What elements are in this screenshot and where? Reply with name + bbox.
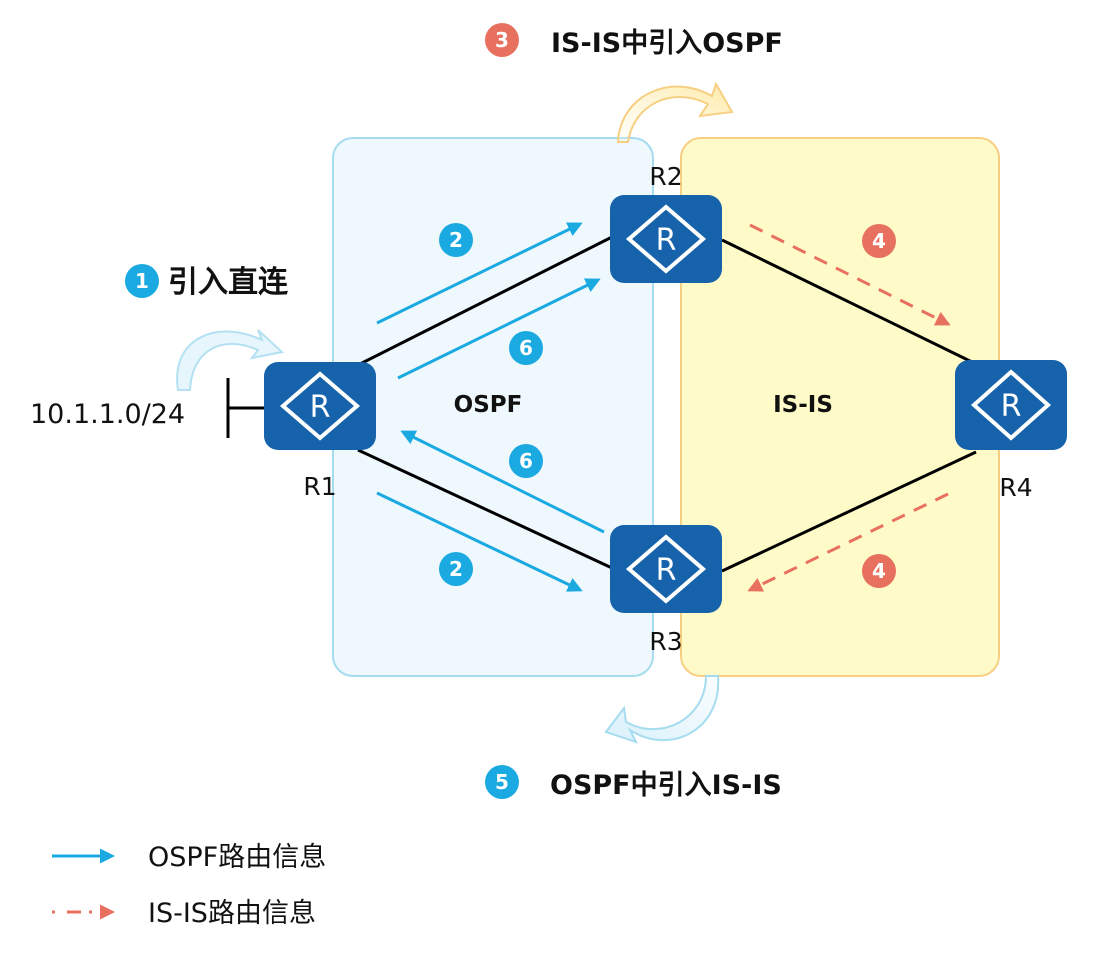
svg-text:4: 4 — [872, 229, 886, 253]
step5-label: OSPF中引入IS-IS — [550, 770, 782, 801]
step1-label: 引入直连 — [168, 265, 289, 300]
svg-text:3: 3 — [495, 28, 509, 52]
step3-badge: 3 — [485, 23, 519, 57]
step4-badge-lower: 4 — [862, 554, 896, 588]
router-r2-label: R2 — [649, 162, 682, 191]
router-r4[interactable]: R — [955, 360, 1067, 450]
isis-area-label: IS-IS — [773, 392, 833, 418]
link-r1-r3 — [357, 448, 613, 570]
redistribute-direct-curve-arrow — [176, 329, 285, 391]
router-r3[interactable]: R — [610, 525, 722, 613]
step4-badge-upper: 4 — [862, 224, 896, 258]
svg-text:R: R — [656, 223, 677, 258]
svg-text:2: 2 — [449, 557, 463, 581]
isis-area — [680, 137, 1000, 677]
router-r3-label: R3 — [649, 627, 682, 656]
link-r2-r4 — [721, 238, 973, 364]
link-r3-r4 — [721, 450, 977, 573]
svg-text:5: 5 — [495, 770, 509, 794]
isis-arrow-step4-r4-to-r3 — [747, 492, 949, 592]
step6-badge-upper: 6 — [509, 331, 543, 365]
network-prefix-label: 10.1.1.0/24 — [30, 399, 185, 430]
isis-arrow-step4-r2-to-r4 — [749, 223, 951, 326]
router-r1[interactable]: R — [264, 362, 376, 450]
router-r1-label: R1 — [303, 472, 336, 501]
step6-badge-lower: 6 — [509, 444, 543, 478]
step3-label: IS-IS中引入OSPF — [551, 28, 783, 59]
svg-text:R: R — [656, 553, 677, 588]
router-icon — [625, 534, 707, 604]
step2-badge-upper: 2 — [439, 223, 473, 257]
ospf-arrow-step2-r1-to-r3 — [376, 491, 583, 592]
legend-isis-label: IS-IS路由信息 — [148, 898, 316, 929]
redistribute-isis-into-ospf-curve-arrow — [604, 675, 720, 744]
router-r4-label: R4 — [999, 473, 1032, 502]
ospf-arrow-step6-r1-to-r2 — [397, 278, 601, 380]
svg-text:2: 2 — [449, 228, 463, 252]
router-icon — [279, 371, 361, 441]
svg-text:4: 4 — [872, 559, 886, 583]
legend-ospf-label: OSPF路由信息 — [148, 842, 326, 873]
legend: OSPF路由信息 IS-IS路由信息 — [52, 842, 326, 929]
ospf-arrow-step6-r3-to-r1 — [400, 430, 605, 534]
svg-text:R: R — [310, 390, 331, 425]
ospf-area-label: OSPF — [454, 392, 523, 418]
svg-text:6: 6 — [519, 449, 533, 473]
step1-badge: 1 — [125, 264, 159, 298]
ospf-arrow-step2-r1-to-r2 — [376, 222, 583, 325]
redistribute-ospf-into-isis-curve-arrow — [616, 81, 734, 143]
link-r1-r2 — [357, 235, 613, 367]
router-icon — [970, 369, 1052, 441]
step5-badge: 5 — [485, 765, 519, 799]
svg-text:6: 6 — [519, 336, 533, 360]
router-icon — [625, 204, 707, 274]
router-r2[interactable]: R — [610, 195, 722, 283]
svg-text:R: R — [1001, 389, 1022, 424]
svg-text:1: 1 — [135, 269, 149, 293]
step2-badge-lower: 2 — [439, 552, 473, 586]
